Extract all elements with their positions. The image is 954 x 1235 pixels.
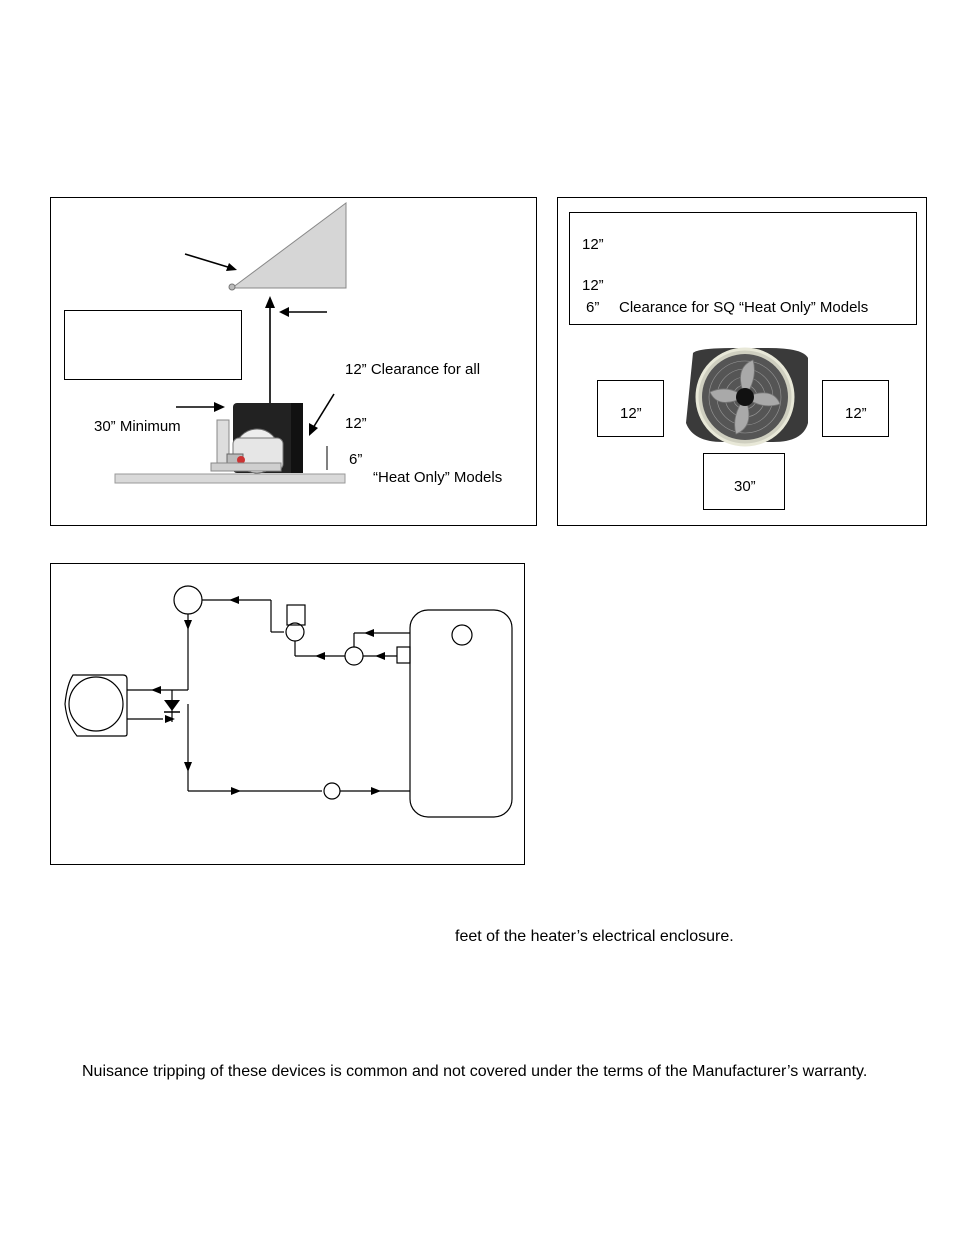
top-clearance-figure: 12” 12” 6” Clearance for SQ “Heat Only” … — [557, 197, 927, 526]
clearance-12-label: 12” — [345, 415, 367, 432]
left-clearance-box: 12” — [597, 380, 664, 437]
side-clearance-drawing — [114, 202, 347, 484]
plumbing-schematic-figure — [50, 563, 525, 865]
note-line-3-num: 6” — [586, 299, 600, 316]
heat-only-label: “Heat Only” Models — [373, 469, 503, 486]
note-line-3-text: Clearance for SQ “Heat Only” Models — [619, 299, 869, 316]
note-line-2: 12” — [582, 277, 604, 294]
right-clearance-box: 12” — [822, 380, 889, 437]
clearance-all-label: 12” Clearance for all — [345, 361, 481, 378]
clearance-6-label: 6” — [349, 451, 363, 468]
fan-top-view — [686, 347, 808, 447]
blank-label-box — [64, 310, 242, 380]
concrete-pad — [114, 473, 346, 484]
clearance-notes-box: 12” 12” 6” Clearance for SQ “Heat Only” … — [569, 212, 917, 325]
heater-fan — [68, 676, 124, 732]
body-text-line-2: Nuisance tripping of these devices is co… — [82, 1063, 868, 1080]
overhang-shape — [230, 202, 347, 289]
minimum-30-label: 30” Minimum — [94, 418, 181, 435]
heater-body — [64, 674, 128, 737]
right-clearance-value: 12” — [845, 405, 867, 422]
plumbing-diagram — [64, 585, 513, 818]
left-clearance-value: 12” — [620, 405, 642, 422]
bottom-clearance-box: 30” — [703, 453, 785, 510]
body-text-line-1: feet of the heater’s electrical enclosur… — [455, 928, 734, 945]
bottom-clearance-value: 30” — [734, 478, 756, 495]
overhang-tip — [228, 283, 236, 291]
pool-body — [409, 609, 513, 818]
note-line-1: 12” — [582, 236, 604, 253]
side-clearance-figure: 12” Clearance for all 12” 6” “Heat Only”… — [50, 197, 537, 526]
heat-pump-unit — [210, 403, 303, 474]
